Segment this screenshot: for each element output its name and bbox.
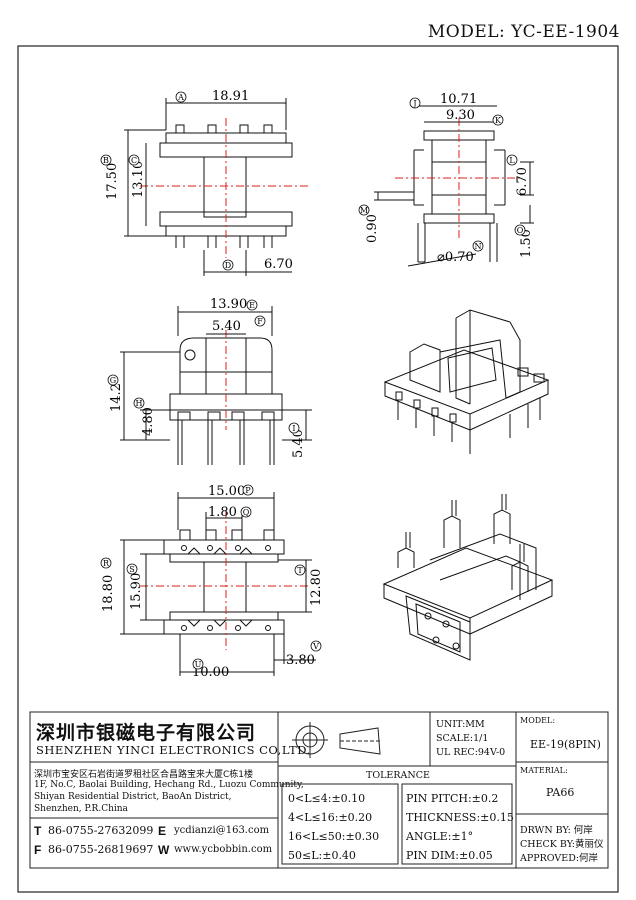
dim-k-value: 9.30 [446,108,475,123]
address-en-line2: Shiyan Residential District, BaoAn Distr… [34,792,232,802]
dim-q-value: 1.80 [208,505,237,520]
marker-letter-u: U [195,660,202,669]
fax-label: F [34,843,42,857]
dim-b-value: 17.50 [105,163,120,200]
email-label: E [158,824,167,838]
scale-text: SCALE:1/1 [436,733,489,744]
pin-row-3: ANGLE:±1° [406,830,474,843]
email-address: ycdianzi@163.com [174,825,270,836]
marker-letter-q: Q [243,508,250,517]
dim-e-value: 13.90 [210,297,247,312]
view-isometric-bottom [382,494,554,661]
web-label: W [158,843,170,857]
model-value: EE-19(8PIN) [530,738,601,751]
dim-n-value: ⌀0.70 [437,250,474,265]
dim-h-value: 4.80 [141,407,156,436]
pin-row-2: THICKNESS:±0.15 [406,811,514,824]
dim-c-value: 13.10 [131,161,146,198]
pin-row-4: PIN DIM:±0.05 [406,849,493,862]
marker-letter-i: I [292,424,295,433]
tol-row-1: 0<L≤4:±0.10 [288,792,366,805]
marker-letter-o: O [517,226,524,235]
marker-letter-a: A [177,93,184,102]
marker-letter-r: R [103,559,110,568]
marker-letter-e: E [249,301,255,310]
dim-l-value: 6.70 [515,167,530,196]
view-side-top [374,105,534,267]
marker-letter-m: M [360,206,368,215]
address-cn: 深圳市宝安区石岩街道罗租社区合昌路宝来大厦C栋1楼 [34,770,254,780]
model-label: MODEL: [520,716,556,725]
company-name-en: SHENZHEN YINCI ELECTRONICS CO,LTD. [36,743,311,757]
tel-label: T [34,824,42,838]
checked-by: CHECK BY:黄丽仪 [520,839,604,850]
address-en-line1: 1F, No.C, Baolai Building, Hechang Rd., … [34,780,304,790]
marker-letter-j: J [412,99,416,108]
marker-letter-l: L [509,156,515,165]
view-plan-bottom [120,492,316,676]
web-address: www.ycbobbin.com [174,844,273,855]
tel-number: 86-0755-27632099 [48,824,154,837]
marker-letter-d: D [225,261,231,270]
marker-letter-p: P [245,486,251,495]
marker-letter-t: T [297,566,303,575]
approved-by: APPROVED:何岸 [520,853,599,864]
marker-letter-v: V [312,642,319,651]
tolerance-title: TOLERANCE [366,770,430,781]
company-name-cn: 深圳市银磁电子有限公司 [36,722,257,744]
tol-row-3: 16<L≤50:±0.30 [288,830,380,843]
pin-row-1: PIN PITCH:±0.2 [406,792,499,805]
marker-letter-c: C [131,156,137,165]
view-front-top [124,98,310,276]
marker-letter-h: H [136,399,143,408]
dim-r-value: 18.80 [101,575,116,612]
dim-o-value: 1.50 [519,229,534,258]
tol-row-4: 50≤L:±0.40 [288,849,356,862]
dim-j-value: 10.71 [440,92,477,107]
drawn-by: DRWN BY: 何岸 [520,825,593,836]
title-block [29,711,609,869]
dim-v-value: 3.80 [286,653,315,668]
dim-p-value: 15.00 [208,484,245,499]
dim-a-value: 18.91 [212,89,249,104]
circle-markers [100,91,526,670]
address-en-line3: Shenzhen, P.R.China [34,804,128,814]
material-value: PA66 [546,786,575,799]
view-front-middle [120,306,312,465]
fax-number: 86-0755-26819697 [48,843,154,856]
sheet-border [17,45,619,893]
dim-g-value: 14.2 [109,383,124,412]
marker-letter-n: N [475,242,482,251]
tol-row-2: 4<L≤16:±0.20 [288,811,373,824]
marker-letter-g: G [110,376,116,385]
dim-f-value: 5.40 [212,319,241,334]
marker-letter-k: K [495,116,502,125]
unit-text: UNIT:MM [436,719,485,730]
material-label: MATERIAL: [520,766,568,775]
ul-text: UL REC:94V-0 [436,747,506,758]
dim-t-value: 12.80 [309,569,324,606]
dim-u-value: 10.00 [192,665,229,680]
view-isometric-front [383,309,550,454]
dim-s-value: 15.90 [129,573,144,610]
dim-d-value: 6.70 [264,257,293,272]
marker-letter-b: B [103,156,109,165]
dim-m-value: 0.90 [365,214,380,243]
model-title: MODEL: YC-EE-1904 [427,22,620,42]
marker-letter-s: S [129,565,134,574]
marker-letter-f: F [257,317,263,326]
